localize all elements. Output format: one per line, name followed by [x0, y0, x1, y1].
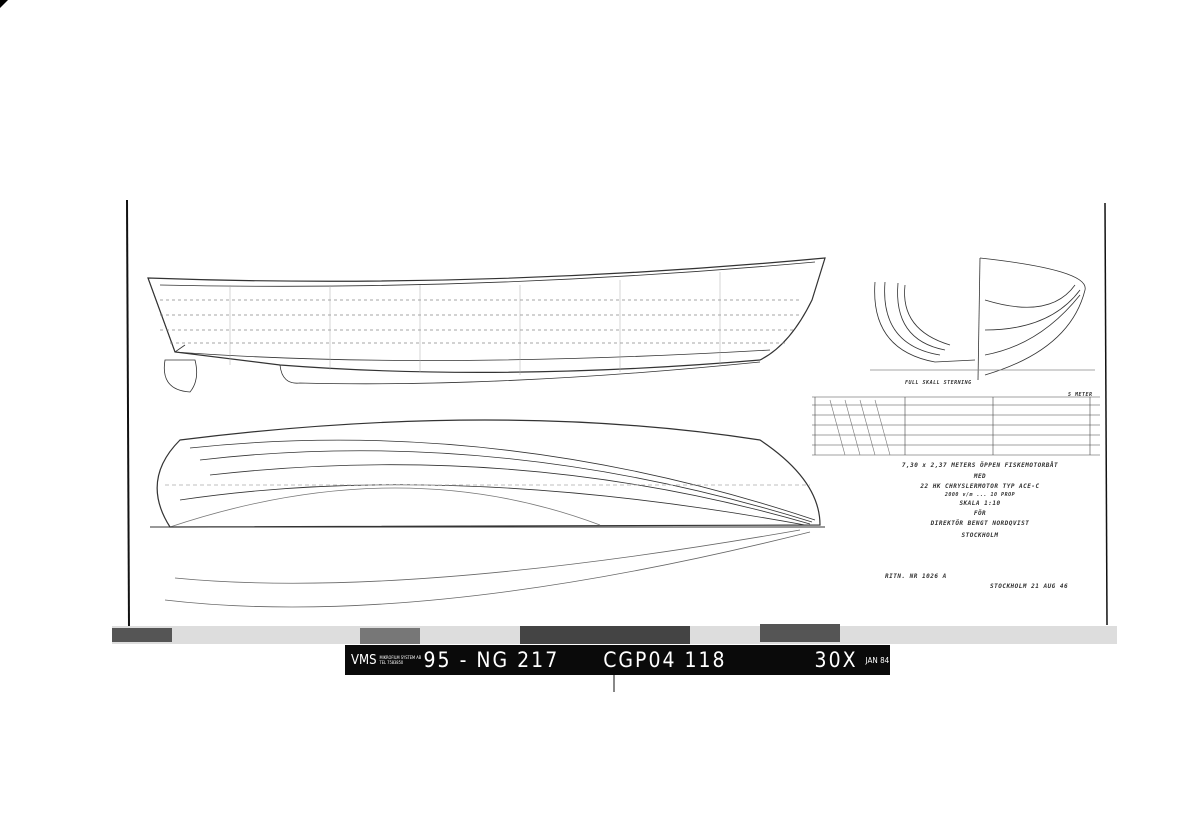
title-line-3: 22 HK CHRYSLERMOTOR TYP ACE-C	[920, 483, 1040, 490]
corner-mark	[0, 0, 8, 8]
offset-table	[812, 396, 1100, 456]
title-line-1: 7,30 x 2,37 METERS ÖPPEN FISKEMOTORBÅT	[901, 462, 1059, 469]
drawing-number: RITN. NR 1026 A	[885, 573, 947, 580]
film-brand: VMS	[351, 652, 377, 668]
title-city: STOCKHOLM	[961, 532, 999, 539]
film-frame: CGP04 118	[603, 648, 727, 672]
title-scale: SKALA 1:10	[959, 500, 1001, 507]
border-left	[126, 199, 130, 629]
title-line-4: 2000 v/m ... 10 PROP	[944, 492, 1016, 498]
body-plan-label: FULL SKALL STERNING	[905, 380, 972, 386]
plan-view	[150, 419, 825, 608]
film-date: JAN 84	[865, 655, 890, 665]
scale-label: 5 METER	[1068, 392, 1093, 398]
profile-view	[147, 257, 826, 393]
border-right	[1104, 202, 1108, 626]
film-reduction: 30X	[814, 648, 858, 672]
film-reel: 95 - NG 217	[423, 648, 560, 672]
title-line-2: MED	[973, 473, 987, 480]
place-date: STOCKHOLM 21 AUG 46	[990, 583, 1069, 590]
title-line-6: FÖR	[973, 510, 987, 517]
body-plan-view	[870, 257, 1095, 381]
title-client: DIREKTÖR BENGT NORDQVIST	[930, 520, 1030, 527]
